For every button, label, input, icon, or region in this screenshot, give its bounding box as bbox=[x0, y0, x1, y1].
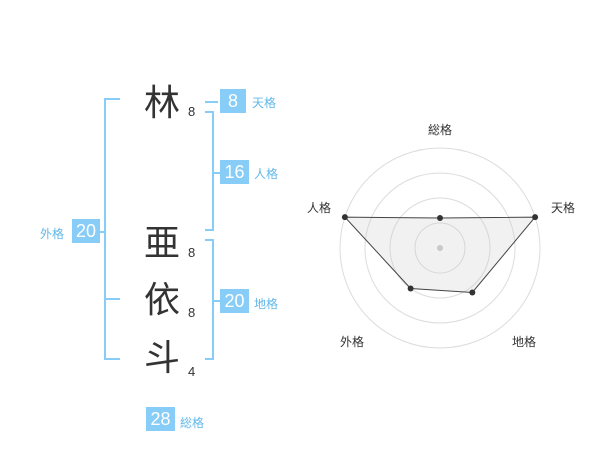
soukaku-value-badge: 28 bbox=[146, 407, 175, 431]
stroke-count-1: 8 bbox=[188, 104, 196, 119]
chikaku-label: 地格 bbox=[254, 297, 279, 311]
chikaku-value-badge: 20 bbox=[220, 289, 249, 313]
radar-point-0 bbox=[437, 215, 443, 221]
name-char-1: 林 bbox=[143, 83, 180, 124]
name-char-3: 依 bbox=[143, 280, 180, 321]
radar-point-2 bbox=[469, 289, 476, 296]
radar-axis-label-soukaku: 総格 bbox=[428, 122, 452, 137]
radar-axis-label-gaikaku: 外格 bbox=[340, 334, 364, 349]
soukaku-label: 総格 bbox=[180, 416, 205, 430]
jinkaku-label: 人格 bbox=[254, 167, 279, 181]
gaikaku-label: 外格 bbox=[40, 227, 65, 241]
radar-ring-1 bbox=[414, 222, 466, 274]
tenkaku-label: 天格 bbox=[252, 96, 277, 110]
jinkaku-value-badge: 16 bbox=[220, 160, 249, 184]
stroke-count-2: 8 bbox=[188, 245, 196, 260]
radar-axis-label-jinkaku: 人格 bbox=[307, 200, 331, 215]
radar-point-3 bbox=[407, 285, 414, 292]
name-char-4: 斗 bbox=[143, 338, 180, 379]
radar-axis-label-tenkaku: 天格 bbox=[551, 200, 575, 215]
radar-center-dot bbox=[437, 245, 443, 251]
stroke-count-4: 4 bbox=[188, 364, 196, 379]
radar-point-4 bbox=[341, 214, 348, 221]
gaikaku-value-badge: 20 bbox=[72, 219, 100, 243]
radar-axis-label-chikaku: 地格 bbox=[512, 334, 536, 349]
radar-series-area bbox=[343, 216, 537, 294]
radar-ring-3 bbox=[364, 172, 516, 324]
stroke-count-3: 8 bbox=[188, 305, 196, 320]
radar-ring-4 bbox=[339, 147, 541, 349]
radar-ring-2 bbox=[389, 197, 491, 299]
name-char-2: 亜 bbox=[143, 223, 180, 264]
radar-point-1 bbox=[532, 214, 539, 221]
tenkaku-value-badge: 8 bbox=[220, 89, 246, 113]
